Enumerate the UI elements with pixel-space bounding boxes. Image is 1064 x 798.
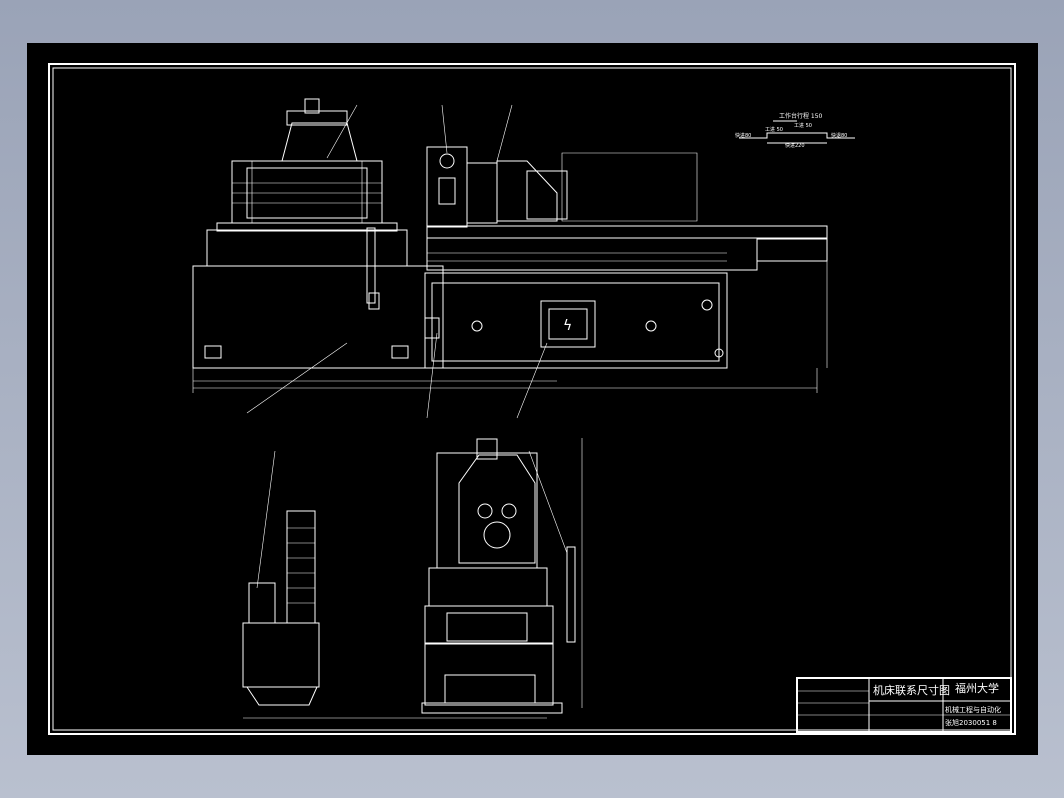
title-line-2: 张旭2030051 8 bbox=[945, 718, 997, 727]
travel-top-label: 工作台行程 150 bbox=[779, 112, 823, 120]
travel-diagram: 工作台行程 150 工进 50 工进 50 快进80 快退80 快进220 bbox=[735, 112, 855, 149]
title-block: 机床联系尺寸图 福州大学 机械工程与自动化 张旭2030051 8 bbox=[796, 677, 1012, 733]
drawing-title: 机床联系尺寸图 bbox=[873, 683, 950, 697]
front-view-machine: ϟ bbox=[192, 98, 828, 393]
fast-back-label: 快退80 bbox=[831, 132, 847, 139]
travel-work-label: 工进 50 bbox=[765, 126, 783, 133]
inner-frame bbox=[52, 67, 1012, 731]
travel-mid-label: 工进 50 bbox=[794, 122, 812, 129]
hydraulic-unit bbox=[242, 510, 547, 719]
university-name: 福州大学 bbox=[955, 681, 999, 695]
drawing-sheet: 工作台行程 150 工进 50 工进 50 快进80 快退80 快进220 bbox=[27, 43, 1038, 755]
title-line-1: 机械工程与自动化 bbox=[945, 705, 1001, 714]
side-view-machine bbox=[421, 438, 583, 714]
fast-forward-label: 快进80 bbox=[735, 132, 751, 139]
cad-drawing: 工作台行程 150 工进 50 工进 50 快进80 快退80 快进220 bbox=[48, 63, 1016, 735]
total-travel-label: 快进220 bbox=[785, 142, 805, 149]
svg-text:ϟ: ϟ bbox=[563, 318, 572, 334]
outer-frame bbox=[48, 63, 1016, 735]
